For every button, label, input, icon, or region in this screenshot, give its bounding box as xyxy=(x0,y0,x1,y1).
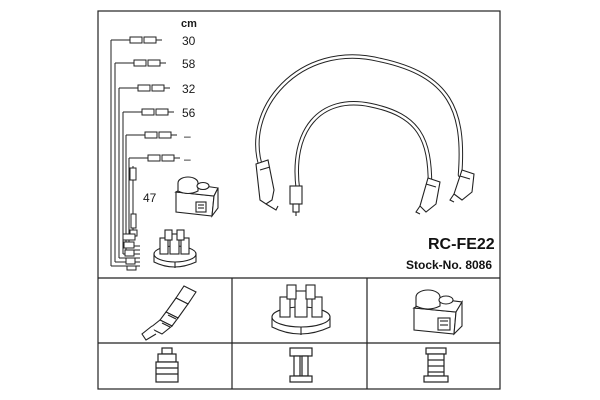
lead-connectors xyxy=(118,36,180,162)
bundle-boots xyxy=(122,233,137,271)
vertical-lead-length-label: 47 xyxy=(143,191,157,205)
product-code: RC-FE22 xyxy=(428,236,495,253)
lead-connector-5 xyxy=(133,131,177,139)
unit-label: cm xyxy=(181,18,197,30)
ignition-coil-icon xyxy=(174,176,219,218)
ignition-coil-icon-large xyxy=(412,289,463,336)
cap-terminal-icon xyxy=(289,347,313,383)
distributor-cap-icon xyxy=(153,229,197,268)
length-label-4: 56 xyxy=(182,106,196,120)
spark-plug-icon xyxy=(141,285,197,341)
length-label-2: 58 xyxy=(182,57,196,71)
lead-end-right-boot-2 xyxy=(449,169,475,203)
stock-number: Stock-No. 8086 xyxy=(406,258,493,272)
lead-end-left-boot xyxy=(255,159,279,211)
distributor-cap-icon-large xyxy=(271,284,331,335)
lead-connector-4 xyxy=(130,108,174,116)
length-label-5: – xyxy=(184,129,191,143)
length-label-6: – xyxy=(184,152,191,166)
length-label-1: 30 xyxy=(182,34,196,48)
length-label-3: 32 xyxy=(182,82,196,96)
spark-plug-boot-icon xyxy=(155,347,179,383)
vertical-lead-47 xyxy=(129,166,138,237)
diagram-frame xyxy=(97,10,501,390)
lead-end-left-terminal xyxy=(289,185,303,216)
lead-connector-2 xyxy=(122,59,166,67)
lead-connector-3 xyxy=(126,84,170,92)
lead-end-right-boot-1 xyxy=(415,177,441,215)
coil-terminal-icon xyxy=(423,347,449,383)
lead-connector-1 xyxy=(118,36,162,44)
lead-connector-6 xyxy=(136,154,180,162)
main-leads xyxy=(255,54,464,193)
